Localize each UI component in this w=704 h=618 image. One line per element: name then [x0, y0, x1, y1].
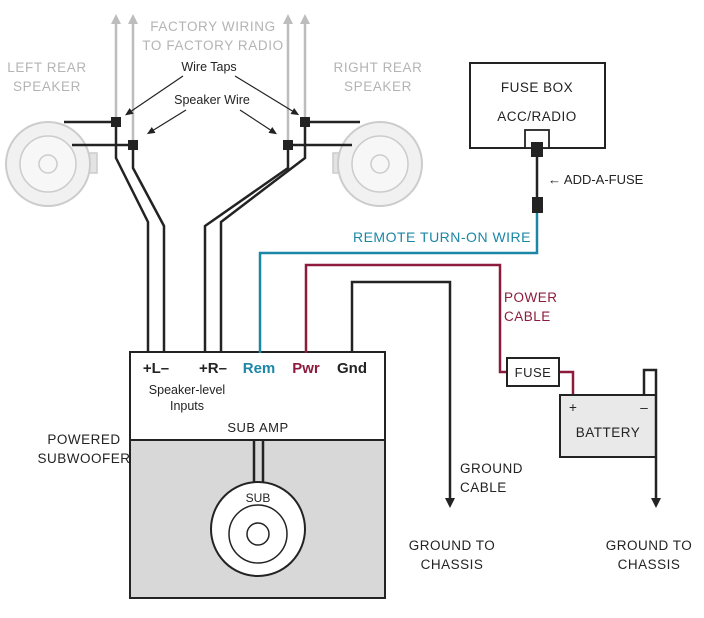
left-speaker-label-line2: SPEAKER — [13, 79, 81, 94]
speaker-wire-label: Speaker Wire — [174, 93, 250, 107]
battery-plus-terminal: + — [569, 400, 577, 415]
amp-terminal-ground: Gnd — [337, 360, 367, 377]
speaker-wire-to-amp-2 — [131, 150, 166, 353]
wire-taps-pointer-right — [234, 75, 300, 116]
wire-tap-3 — [283, 140, 293, 150]
speaker-wire-callout: Speaker Wire — [146, 93, 278, 135]
add-a-fuse-label: ← ADD-A-FUSE — [548, 172, 644, 187]
left-speaker-label-line1: LEFT REAR — [7, 60, 86, 75]
wire-tap-1 — [111, 117, 121, 127]
ground-chassis-battery-line1: GROUND TO — [606, 538, 693, 553]
battery-minus-terminal: – — [640, 400, 648, 415]
wire-taps-label: Wire Taps — [181, 60, 236, 74]
fuse-box-label: FUSE BOX — [501, 80, 573, 95]
powered-subwoofer-line1: POWERED — [47, 432, 120, 447]
amp-ground-group: GROUND CABLE GROUND TO CHASSIS — [350, 280, 523, 572]
left-speaker-center — [38, 154, 58, 174]
fuse-holder — [506, 357, 560, 387]
inline-fuse-connector — [532, 197, 543, 213]
powered-subwoofer-line2: SUBWOOFER — [37, 451, 130, 466]
speaker-wire-to-amp-3 — [203, 150, 290, 353]
sub-cone-center — [246, 522, 270, 546]
battery-box — [559, 394, 657, 458]
power-cable-label-line2: CABLE — [504, 309, 551, 324]
sub-label: SUB — [246, 491, 271, 505]
speaker-wires-group — [64, 117, 360, 353]
factory-wiring-group: FACTORY WIRING TO FACTORY RADIO — [111, 14, 310, 145]
factory-wiring-label-line2: TO FACTORY RADIO — [142, 38, 283, 53]
ground-chassis-battery-line2: CHASSIS — [618, 557, 681, 572]
wire-tap-2 — [128, 140, 138, 150]
power-group: POWER CABLE FUSE + – BATTERY — [304, 263, 657, 458]
amp-terminal-power: Pwr — [292, 360, 320, 377]
power-cable-label-line1: POWER — [504, 290, 558, 305]
amp-terminal-remote: Rem — [243, 360, 276, 377]
amp-labels-group: +L– +R– Rem Pwr Gnd Speaker-level Inputs… — [143, 360, 367, 435]
right-speaker-label-line2: SPEAKER — [344, 79, 412, 94]
factory-wiring-label-line1: FACTORY WIRING — [150, 19, 275, 34]
add-a-fuse-plug — [531, 142, 543, 157]
sub-amp-label: SUB AMP — [227, 420, 288, 435]
fuse-to-battery-wire — [559, 370, 575, 396]
ground-cable-label-line2: CABLE — [460, 480, 507, 495]
wire-taps-pointer-left — [125, 75, 184, 116]
ground-chassis-amp-line1: GROUND TO — [409, 538, 496, 553]
speaker-wire-to-amp-4 — [219, 127, 307, 353]
amp-ground-wire — [350, 280, 455, 508]
fuse-label: FUSE — [515, 365, 552, 380]
battery-ground-group: GROUND TO CHASSIS — [606, 368, 693, 572]
wire-taps-callout: Wire Taps — [125, 60, 300, 116]
speaker-level-inputs-line1: Speaker-level — [149, 383, 225, 397]
right-speaker-label-line1: RIGHT REAR — [333, 60, 422, 75]
battery-ground-wire — [642, 368, 661, 508]
right-speaker-center — [370, 154, 390, 174]
battery-label: BATTERY — [576, 425, 641, 440]
right-rear-speaker: RIGHT REAR SPEAKER — [332, 60, 423, 207]
subwoofer-group: POWERED SUBWOOFER SUB — [37, 432, 306, 577]
speaker-wire-to-amp-1 — [114, 127, 150, 353]
amp-terminal-speaker-left: +L– — [143, 360, 169, 377]
remote-turn-on-group: REMOTE TURN-ON WIRE — [258, 213, 539, 353]
amp-terminal-speaker-right: +R– — [199, 360, 227, 377]
speaker-level-inputs-line2: Inputs — [170, 399, 204, 413]
fuse-box-group: FUSE BOX ACC/RADIO ← ADD-A-FUSE — [469, 62, 644, 213]
wire-tap-4 — [300, 117, 310, 127]
power-cable-wire — [304, 263, 507, 374]
speaker-wire-pointer-left — [146, 109, 187, 135]
remote-turn-on-wire — [258, 213, 539, 353]
ground-cable-label-line1: GROUND — [460, 461, 523, 476]
acc-radio-label: ACC/RADIO — [497, 109, 577, 124]
speaker-wire-pointer-right — [239, 109, 278, 135]
remote-turn-on-label: REMOTE TURN-ON WIRE — [353, 229, 531, 245]
ground-chassis-amp-line2: CHASSIS — [421, 557, 484, 572]
left-rear-speaker: LEFT REAR SPEAKER — [5, 60, 98, 207]
